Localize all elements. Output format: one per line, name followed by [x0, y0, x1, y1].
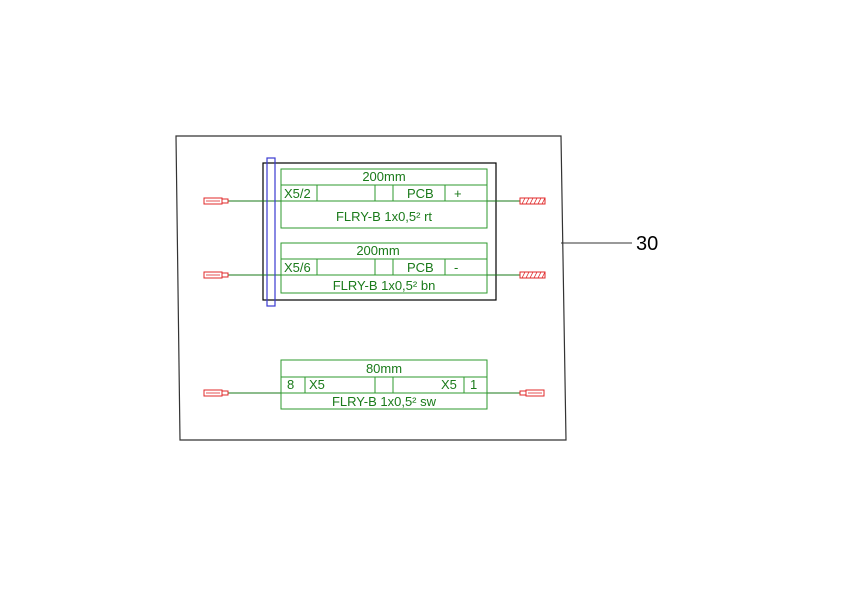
- wire-3-left-connector: X5: [309, 377, 325, 392]
- wire-1-cable: FLRY-B 1x0,5² rt: [336, 209, 432, 224]
- wire-3-left-terminal-icon: [203, 389, 229, 397]
- wire-3-right-terminal-icon: [519, 389, 545, 397]
- wire-2-label-table: [280, 242, 488, 294]
- wire-1-right-connector: PCB: [407, 186, 434, 201]
- wire-1-left-connector: X5/2: [284, 186, 311, 201]
- bundle-clip-icon: [266, 157, 276, 307]
- wire-2-length: 200mm: [356, 243, 399, 258]
- wire-2-right-pin: -: [454, 260, 458, 275]
- wire-2-right-connector: PCB: [407, 260, 434, 275]
- wire-2-left-connector: X5/6: [284, 260, 311, 275]
- wire-1-length: 200mm: [362, 169, 405, 184]
- wire-3-left-pin: 8: [287, 377, 294, 392]
- wire-3-length: 80mm: [366, 361, 402, 376]
- wire-2-right-terminal-icon: [519, 271, 546, 279]
- wire-3-cable: FLRY-B 1x0,5² sw: [332, 394, 437, 409]
- wire-1[interactable]: 200mm X5/2 PCB + FLRY-B 1x0,5² rt: [203, 168, 546, 229]
- wire-3-label-table: [280, 359, 488, 410]
- wire-3[interactable]: 80mm 8 X5 X5 1 FLRY-B 1x0,5² sw: [203, 359, 545, 410]
- wire-1-right-pin: +: [454, 186, 462, 201]
- wire-3-right-connector: X5: [441, 377, 457, 392]
- part-number: 30: [636, 233, 658, 255]
- bundle-frame: [262, 162, 497, 301]
- wire-1-label-table: [280, 168, 488, 229]
- wire-1-right-terminal-icon: [519, 197, 546, 205]
- wire-2-cable: FLRY-B 1x0,5² bn: [333, 278, 436, 293]
- wire-2[interactable]: 200mm X5/6 PCB - FLRY-B 1x0,5² bn: [203, 242, 546, 294]
- wire-1-left-terminal-icon: [203, 197, 229, 205]
- wire-3-right-pin: 1: [470, 377, 477, 392]
- board-outline: [175, 135, 567, 441]
- wire-2-left-terminal-icon: [203, 271, 229, 279]
